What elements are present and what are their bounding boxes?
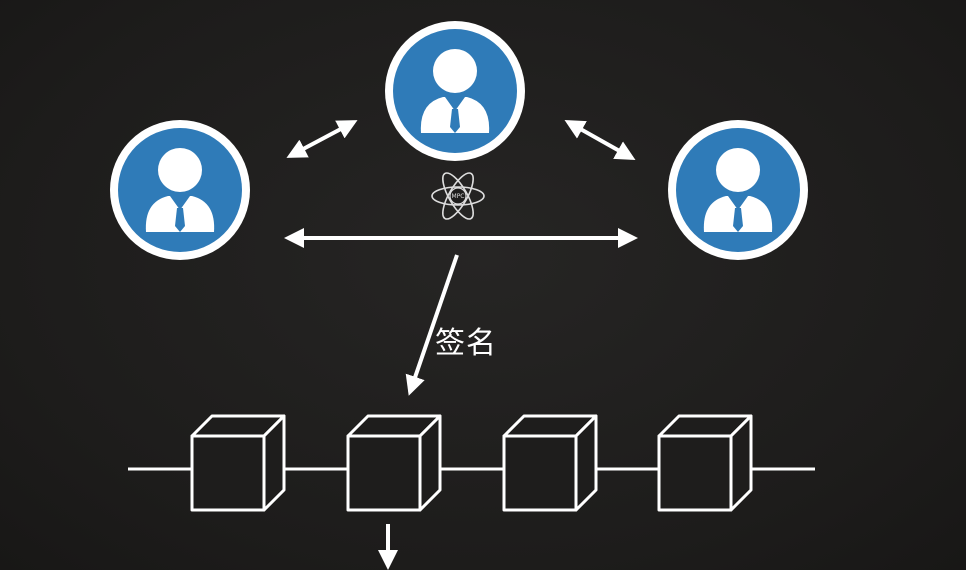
participant-top-avatar [385, 21, 525, 161]
block-2 [346, 414, 442, 512]
sign-arrow [405, 254, 459, 396]
participant-right-avatar [668, 120, 808, 260]
mpc-atom-icon: MPC [431, 172, 485, 220]
sign-label: 签名 [435, 326, 497, 361]
mpc-label: MPC [452, 193, 465, 200]
arrow-left-top [286, 120, 358, 158]
arrow-top-right [564, 120, 636, 160]
block-4 [657, 414, 753, 512]
block-3 [502, 414, 598, 512]
participant-left-avatar [110, 120, 250, 260]
block-1 [190, 414, 286, 512]
